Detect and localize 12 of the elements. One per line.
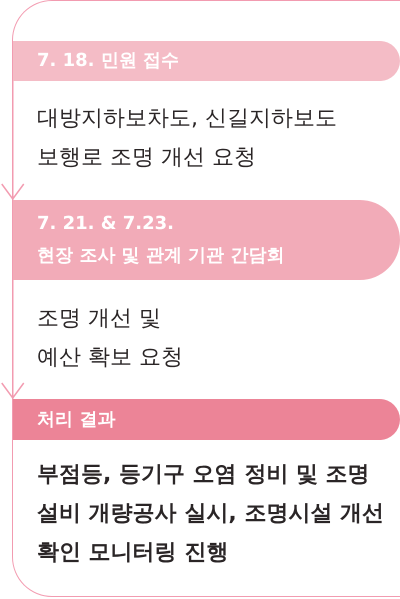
header-bar [13, 399, 400, 440]
header-bar [13, 200, 400, 280]
step-description: 부점등, 등기구 오염 정비 및 조명 설비 개량공사 실시, 조명시설 개선 확인 모니터링 진행 [37, 461, 385, 567]
step-description: 조명 개선 및 예산 확보 요청 [37, 305, 184, 372]
header-text: 7. 21. & 7.23. [37, 212, 174, 236]
step-description: 대방지하보차도, 신길지하보도 보행로 조명 개선 요청 [37, 105, 338, 172]
header-text: 처리 결과 [37, 408, 116, 432]
header-text: 7. 18. 민원 접수 [37, 49, 180, 73]
timeline-arrow [1, 81, 24, 200]
timeline-arrow [1, 280, 24, 399]
header-text: 현장 조사 및 관계 기관 간담회 [37, 244, 284, 268]
header-bar [13, 41, 400, 81]
